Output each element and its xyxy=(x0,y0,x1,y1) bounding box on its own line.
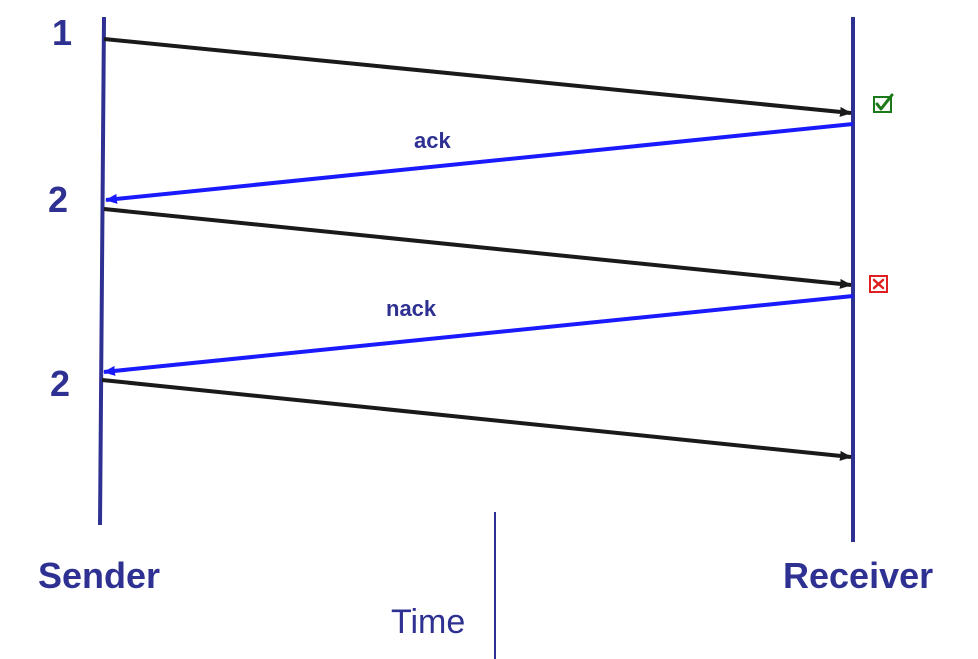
sender-timeline xyxy=(98,16,106,526)
sequence-label-3: 2 xyxy=(50,363,70,404)
time-label: Time xyxy=(391,603,465,641)
data-message-2-arrow xyxy=(103,207,852,289)
sequence-label-1: 1 xyxy=(52,12,72,53)
data-message-1-arrow xyxy=(103,37,852,117)
nack-message-arrow xyxy=(103,294,854,376)
ack-message-arrow xyxy=(105,122,854,204)
data-message-2-retransmit-arrow xyxy=(101,378,852,461)
checkbox-checked-icon xyxy=(873,93,894,113)
ack-label: ack xyxy=(414,128,451,153)
sequence-label-2: 2 xyxy=(48,179,68,220)
receiver-label: Receiver xyxy=(783,555,933,596)
checkbox-x-icon xyxy=(869,275,888,293)
sender-label: Sender xyxy=(38,555,160,596)
nack-label: nack xyxy=(386,296,437,321)
